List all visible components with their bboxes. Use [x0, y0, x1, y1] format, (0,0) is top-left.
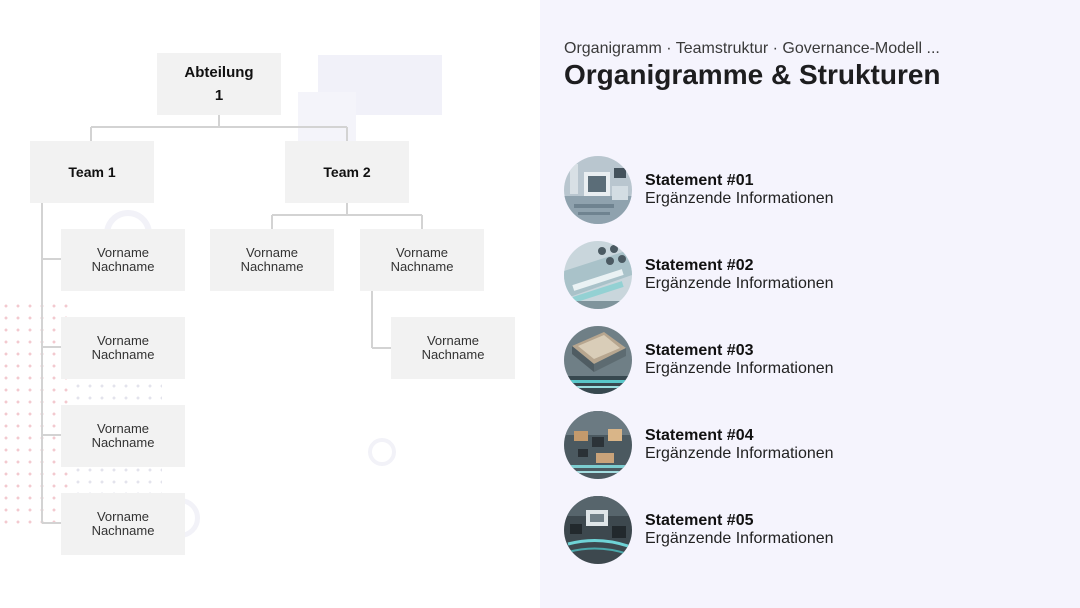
statement-subtitle: Ergänzende Informationen [645, 275, 834, 292]
statement-subtitle: Ergänzende Informationen [645, 445, 834, 462]
member-first-name: Vorname [245, 245, 299, 260]
department-node: Abteilung 1 [157, 53, 281, 115]
statement-subtitle: Ergänzende Informationen [645, 360, 834, 377]
member-first-name: Vorname [96, 245, 150, 260]
member-first-name: Vorname [96, 509, 150, 524]
circuit-board-photo [564, 496, 632, 564]
statement-subtitle: Ergänzende Informationen [645, 530, 834, 547]
statement-item-2: Statement #02 Ergänzende Informationen [564, 241, 1034, 311]
member-last-name: Nachname [91, 259, 155, 274]
member-first-name: Vorname [96, 333, 150, 348]
member-last-name: Nachname [91, 523, 155, 538]
org-chart-connectors [41, 115, 423, 524]
statement-subtitle: Ergänzende Informationen [645, 190, 834, 207]
department-name: Abteilung [184, 64, 254, 81]
microchip-photo [564, 326, 632, 394]
statement-title: Statement #01 [645, 172, 754, 189]
circuit-board-photo [564, 411, 632, 479]
statement-title: Statement #02 [645, 257, 754, 274]
member-last-name: Nachname [240, 259, 304, 274]
decorative-dot-pattern [0, 300, 72, 528]
statement-title: Statement #04 [645, 427, 754, 444]
statement-item-1: Statement #01 Ergänzende Informationen [564, 156, 1034, 226]
circuit-board-photo [564, 241, 632, 309]
member-first-name: Vorname [96, 421, 150, 436]
team-node-1: Team 1 [30, 141, 154, 203]
statement-item-4: Statement #04 Ergänzende Informationen [564, 411, 1034, 481]
member-first-name: Vorname [395, 245, 449, 260]
member-last-name: Nachname [91, 347, 155, 362]
team-node-2: Team 2 [285, 141, 409, 203]
decorative-ring [368, 438, 396, 466]
slide-eyebrow: Organigramm · Teamstruktur · Governance-… [564, 40, 940, 57]
circuit-board-photo [564, 156, 632, 224]
slide-title: Organigramme & Strukturen [564, 59, 941, 90]
team-label: Team 1 [68, 164, 116, 180]
member-last-name: Nachname [91, 435, 155, 450]
statement-item-5: Statement #05 Ergänzende Informationen [564, 496, 1034, 566]
department-number: 1 [214, 87, 224, 104]
statement-item-3: Statement #03 Ergänzende Informationen [564, 326, 1034, 396]
team-label: Team 2 [323, 164, 371, 180]
member-last-name: Nachname [421, 347, 485, 362]
member-last-name: Nachname [390, 259, 454, 274]
right-panel [540, 0, 1080, 608]
statement-title: Statement #05 [645, 512, 754, 529]
member-first-name: Vorname [426, 333, 480, 348]
statement-title: Statement #03 [645, 342, 754, 359]
